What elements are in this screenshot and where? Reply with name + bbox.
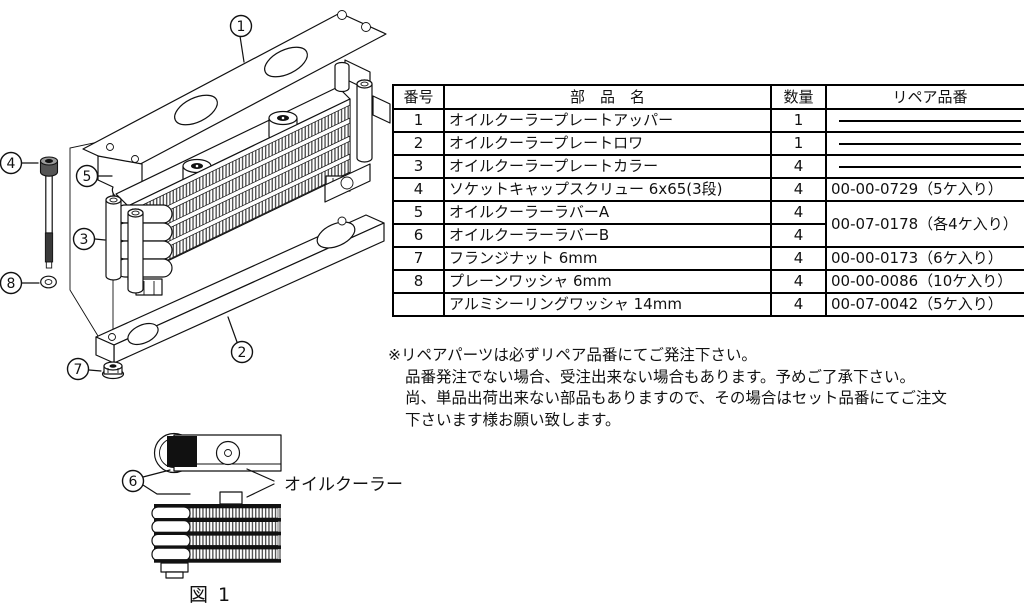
table-header-row: 番号 部 品 名 数量 リペア品番: [392, 84, 1024, 110]
oil-cooler-label: オイルクーラー: [246, 468, 403, 498]
cooler-core: [115, 61, 351, 296]
repair-notes: ※リペアパーツは必ずリペア品番にてご発注下さい。 品番発注でない場合、受注出来な…: [388, 345, 947, 431]
callout-3: 3: [72, 227, 106, 251]
figure-caption: 図 1: [189, 584, 232, 606]
callout-4: 4: [0, 151, 39, 175]
flange-nut-part7: [101, 361, 125, 380]
table-row: 7 フランジナット 6mm 4 00-00-0173（6ケ入り）: [392, 246, 1024, 271]
table-row: 3 オイルクーラープレートカラー 4: [392, 154, 1024, 179]
no-repair-dash: [838, 165, 1022, 168]
callout-2: 2: [227, 316, 254, 364]
note-line: ※リペアパーツは必ずリペア品番にてご発注下さい。: [388, 346, 757, 364]
no-repair-dash: [838, 119, 1022, 122]
header-no: 番号: [392, 84, 445, 110]
callout-5: 5: [75, 164, 113, 188]
table-row: アルミシーリングワッシャ 14mm 4 00-07-0042（5ケ入り）: [392, 292, 1024, 317]
svg-text:5: 5: [83, 169, 92, 185]
parts-table: 番号 部 品 名 数量 リペア品番 1 オイルクーラープレートアッパー 1 2 …: [392, 84, 1024, 317]
note-line: 尚、単品出荷出来ない部品もありますので、その場合はセット品番にてご注文: [405, 389, 947, 407]
table-row: 6 オイルクーラーラバーB 4: [392, 223, 1024, 248]
header-qty: 数量: [770, 84, 827, 110]
lower-plate-part2: [95, 163, 385, 364]
collars-part3: [105, 79, 373, 294]
svg-text:4: 4: [7, 156, 16, 172]
figure-1-side-view: 6 オイルクーラー 図 1: [121, 432, 403, 606]
plain-washer-part8: [40, 275, 57, 289]
svg-text:オイルクーラー: オイルクーラー: [284, 475, 403, 495]
svg-text:2: 2: [238, 345, 247, 361]
table-row: 8 プレーンワッシャ 6mm 4 00-00-0086（10ケ入り）: [392, 269, 1024, 294]
svg-text:3: 3: [80, 232, 89, 248]
table-row: 5 オイルクーラーラバーA 4 00-07-0178（各4ケ入り）: [392, 200, 1024, 248]
merged-repair-cell: 00-07-0178（各4ケ入り）: [825, 200, 1024, 248]
svg-text:1: 1: [237, 19, 246, 35]
table-row: 2 オイルクーラープレートロワ 1: [392, 131, 1024, 156]
svg-text:6: 6: [129, 474, 138, 490]
callout-8: 8: [0, 271, 40, 295]
svg-text:7: 7: [74, 362, 83, 378]
note-line: 品番発注でない場合、受注出来ない場合もあります。予めご了承下さい。: [405, 367, 915, 386]
no-repair-dash: [838, 142, 1022, 145]
note-line: 下さいます様お願い致します。: [405, 410, 621, 429]
rubber-b-black-square: [167, 436, 197, 467]
header-name: 部 品 名: [443, 84, 772, 110]
header-repair: リペア品番: [825, 84, 1024, 110]
table-row: 1 オイルクーラープレートアッパー 1: [392, 108, 1024, 133]
table-row: 4 ソケットキャップスクリュー 6x65(3段) 4 00-00-0729（5ケ…: [392, 177, 1024, 202]
callout-1: 1: [229, 14, 253, 63]
callout-6: 6: [121, 469, 191, 495]
svg-text:8: 8: [7, 276, 16, 292]
callout-7: 7: [66, 357, 102, 381]
socket-cap-screw-part4: [39, 156, 59, 269]
